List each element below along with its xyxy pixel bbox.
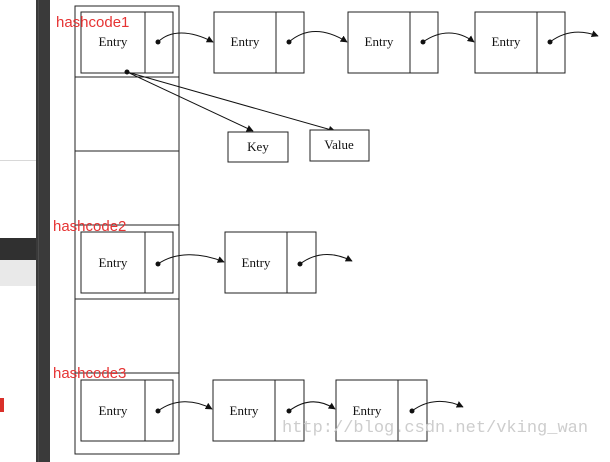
entry-node: Entry [224,231,317,294]
value-label: Value [324,137,354,152]
next-pointer-arrow [288,31,348,43]
entry-label: Entry [230,403,259,418]
next-pointer-arrow-null [299,254,353,265]
entry-label: Entry [99,403,128,418]
entry-label: Entry [231,34,260,49]
entry-node: Entry [347,11,439,74]
entry-node: Entry [213,11,305,74]
left-sidebar-fragment [0,0,36,462]
entry-label: Entry [99,255,128,270]
entry-node-bucket3: Entry [80,379,174,442]
dark-scroll-track[interactable] [36,0,50,462]
key-label: Key [247,139,269,154]
entry-node-bucket2: Entry [80,231,174,294]
hashcode-label-2: hashcode2 [53,218,126,235]
key-node: Key [227,131,289,163]
next-pointer-arrow [157,254,225,265]
next-pointer-arrow [157,32,214,43]
sidebar-red-mark [0,398,4,412]
entry-node-bucket1: Entry [80,11,174,74]
next-pointer-arrow [422,32,475,43]
next-pointer-arrow [288,401,336,412]
entry-node: Entry [474,11,566,74]
entry-label: Entry [353,403,382,418]
sidebar-light-band [0,260,36,286]
hashcode-label-3: hashcode3 [53,365,126,382]
entry-label: Entry [99,34,128,49]
value-node: Value [309,129,370,162]
sidebar-dark-band [0,238,36,260]
entry-label: Entry [492,34,521,49]
entry-node: Entry [212,379,305,442]
hashcode-label-1: hashcode1 [56,14,129,31]
watermark-text: http://blog.csdn.net/vking_wan [282,419,588,438]
value-pointer-arrow [126,71,336,133]
bucket-array [74,5,180,455]
entry-node: Entry [335,379,428,442]
next-pointer-arrow-null [411,401,464,412]
entry-label: Entry [365,34,394,49]
next-pointer-arrow-null [549,30,599,43]
entry-label: Entry [242,255,271,270]
key-pointer-arrow [126,71,254,132]
next-pointer-arrow [157,401,213,412]
sidebar-divider [0,160,36,161]
